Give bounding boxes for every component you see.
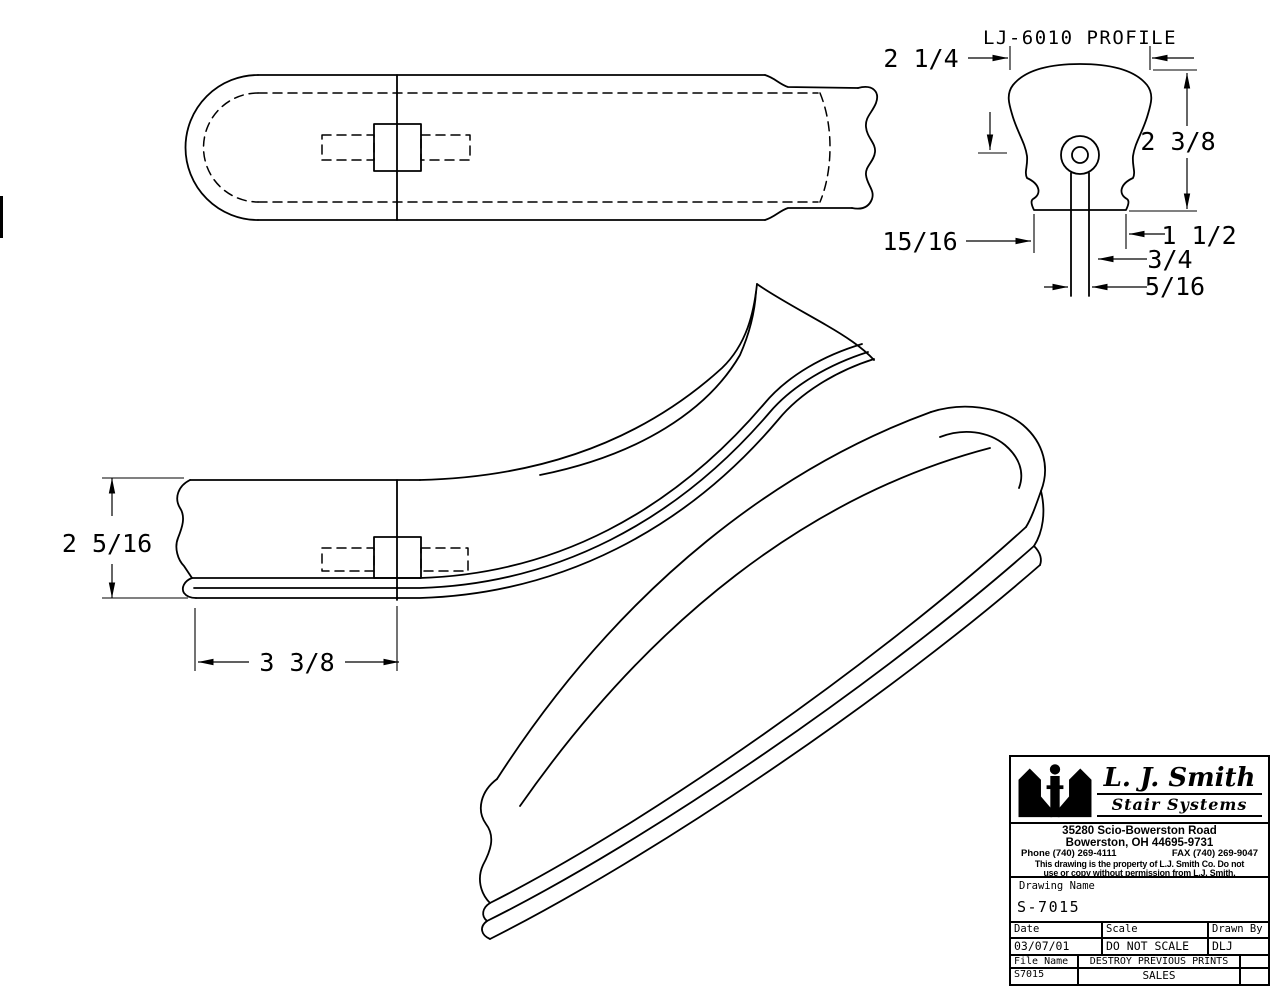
phone-number: Phone (740) 269-4111 [1021,848,1117,859]
dim-label-base-width: 1 1/2 [1161,221,1236,250]
company-name: L. J. Smith [1103,763,1256,793]
iso-left-end-cap [479,778,498,904]
drawn-by-value: DLJ [1212,939,1233,953]
dim-label-overall-width: 2 1/4 [883,44,958,73]
iso-bottom-edge [489,526,1027,904]
fax-number: FAX (740) 269-9047 [1171,848,1258,859]
sheet-edge-mark [0,196,3,238]
profile-geometry [1007,63,1153,297]
spacer [1241,969,1268,984]
title-block: L. J. Smith Stair Systems 35280 Scio-Bow… [1009,755,1270,986]
iso-top-edge [496,411,932,780]
plan-bolt-hidden-right [420,134,471,161]
file-name-value: S7015 [1011,969,1079,984]
elev-left-end-cap [175,479,193,579]
iso-right-bead-cap-1 [1033,490,1045,547]
plan-neck-bottom [764,207,853,221]
dim-label-center-offset: 3/4 [1147,245,1192,274]
phone-fax-row: Phone (740) 269-4111 FAX (740) 269-9047 [1011,848,1268,860]
iso-right-bead-cap-2 [1033,545,1042,566]
elevation-dimensions: 2 5/16 3 3/8 [62,477,399,677]
drawing-name-label: Drawing Name [1019,880,1095,892]
iso-bead-line-1 [486,545,1035,922]
dim-label-side-to-slot: 15/16 [882,227,957,256]
disclaimer-line2: use or copy without permission from L.J.… [1043,867,1236,876]
plan-neck-top [764,74,859,89]
elev-end-cap [756,283,875,361]
plan-view [184,74,878,221]
elev-top-curve [419,283,758,481]
iso-left-bead-cap-1 [482,902,491,922]
elevation-view: 2 5/16 3 3/8 [62,283,875,677]
plan-end-cap [851,86,878,210]
elev-left-bead-cap [181,577,197,599]
spacer [1241,956,1268,967]
drawn-by-cell: Drawn By DLJ [1207,923,1268,954]
drawing-name-value: S-7015 [1017,898,1081,916]
iso-left-bead-cap-2 [481,920,491,940]
iso-bead-line-2 [489,564,1041,940]
elev-top-inner-curve [539,291,757,476]
profile-hole-inner [1071,146,1089,164]
file-name-label: File Name [1011,956,1079,967]
profile-dimensions: 2 1/4 2 3/8 15/16 1 1/2 3/4 5/16 [882,44,1236,301]
date-label: Date [1011,923,1101,939]
plan-hidden-end-arc [819,92,831,203]
profile-view: LJ-6010 PROFILE 2 1/4 2 3/8 [882,27,1236,301]
dim-label-overall-height: 2 3/8 [1140,127,1215,156]
logo-text: L. J. Smith Stair Systems [1095,763,1264,817]
company-tagline: Stair Systems [1097,793,1262,817]
elev-bead-bottom [195,358,875,599]
profile-hole-outer [1060,135,1100,175]
drawn-by-label: Drawn By [1209,923,1268,939]
address-line2: Bowerston, OH 44695-9731 [1065,837,1214,849]
date-cell: Date 03/07/01 [1011,923,1101,954]
plan-hidden-left-arc [202,92,259,203]
iso-right-end-cap [930,405,1046,528]
address-section: 35280 Scio-Bowerston Road Bowerston, OH … [1011,824,1268,876]
scale-value: DO NOT SCALE [1106,939,1190,953]
iso-crown-line [519,447,991,807]
scale-label: Scale [1103,923,1207,939]
disclaimer-line1: This drawing is the property of L.J. Smi… [1034,858,1245,869]
iso-right-cap-inner [939,431,1023,489]
dim-label-slot-width: 5/16 [1145,272,1205,301]
elev-bolt-hidden-right [420,547,469,572]
bottom-row-labels: File Name DESTROY PREVIOUS PRINTS [1011,956,1268,969]
elev-bottom-curve [419,343,863,579]
date-value: 03/07/01 [1014,939,1070,953]
lj-smith-logo-icon [1018,764,1092,818]
meta-row: Date 03/07/01 Scale DO NOT SCALE Drawn B… [1011,921,1268,954]
plan-bolt-hidden-left [321,134,375,161]
dim-label-straight-length: 3 3/8 [259,648,334,677]
logo-section: L. J. Smith Stair Systems [1011,757,1268,824]
profile-title: LJ-6010 PROFILE [983,27,1177,49]
dim-label-height: 2 5/16 [62,529,152,558]
bottom-row-values: S7015 SALES [1011,969,1268,984]
profile-outline [1007,63,1153,211]
elev-bead-mid [193,351,869,589]
scale-cell: Scale DO NOT SCALE [1101,923,1207,954]
drawing-name-cell: Drawing Name S-7015 [1011,876,1268,921]
isometric-view [479,405,1046,940]
bottom-section: File Name DESTROY PREVIOUS PRINTS S7015 … [1011,954,1268,984]
plan-left-end-arc [184,74,259,221]
address-line1: 35280 Scio-Bowerston Road [1062,825,1217,837]
destroy-note: DESTROY PREVIOUS PRINTS [1079,956,1241,967]
department: SALES [1079,969,1241,984]
elev-bolt-hidden-left [321,547,375,572]
elevation-geometry [175,283,875,601]
